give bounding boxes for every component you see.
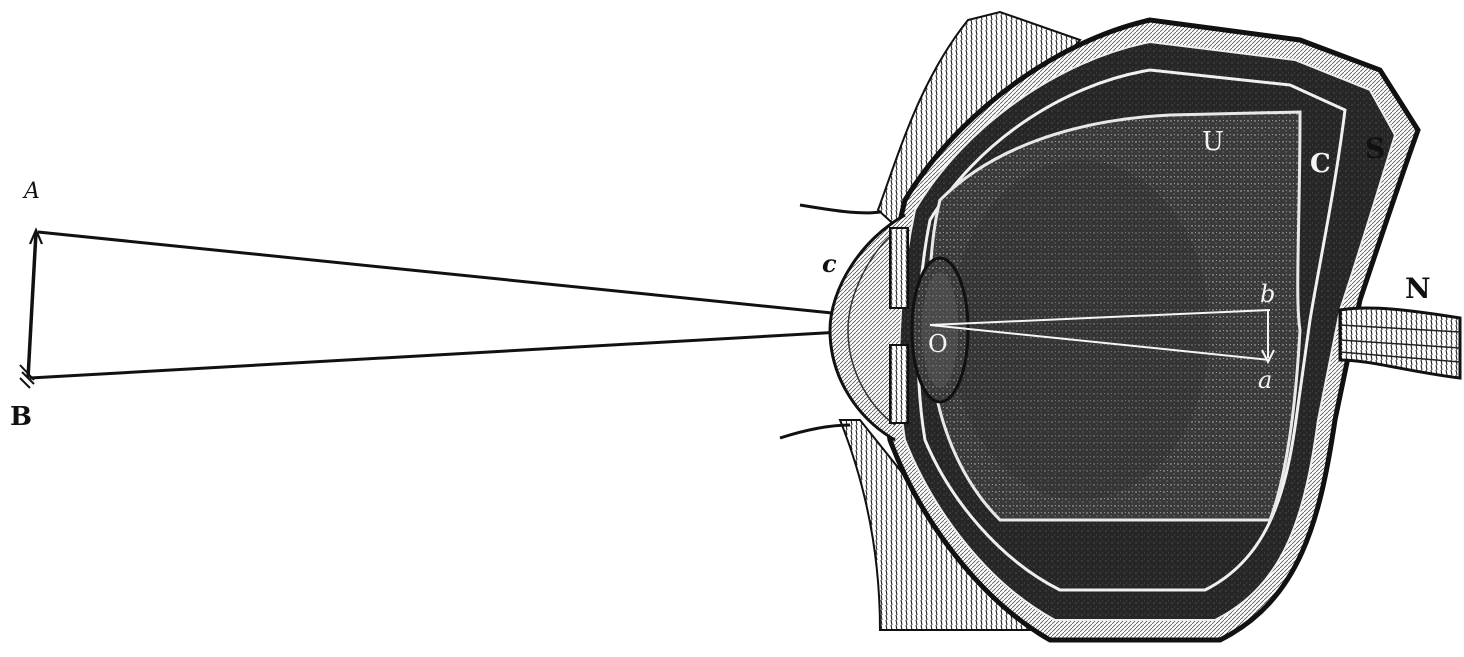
label-a: a — [1258, 366, 1272, 394]
label-U: U — [1202, 127, 1224, 157]
label-c-cornea: c — [822, 249, 837, 278]
label-O: O — [928, 330, 948, 358]
iris — [889, 227, 909, 424]
label-C-choroid: C — [1310, 149, 1331, 179]
optic-nerve — [1338, 306, 1462, 380]
light-rays — [29, 230, 931, 380]
internal-rays — [929, 309, 1275, 365]
label-S: S — [1365, 132, 1385, 165]
crystalline-lens — [910, 256, 970, 404]
label-B: B — [10, 402, 32, 432]
label-b: b — [1260, 280, 1275, 308]
cornea — [828, 213, 906, 442]
object-arrow — [19, 227, 44, 389]
label-A: A — [22, 179, 40, 204]
label-N: N — [1405, 272, 1431, 305]
